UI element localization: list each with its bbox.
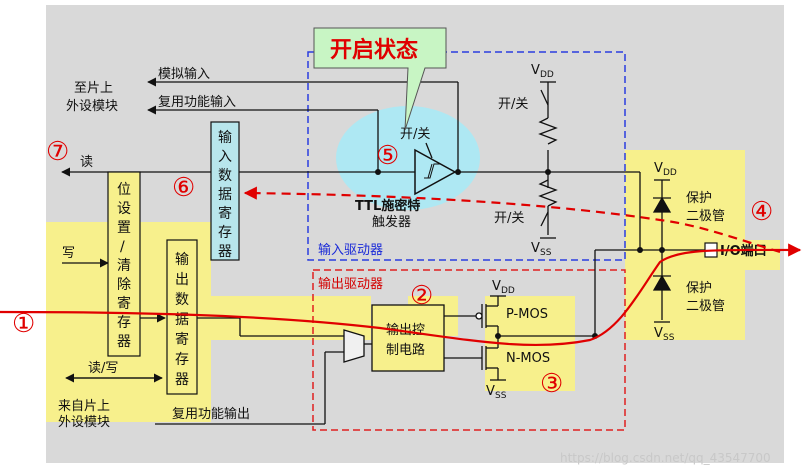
vss-nmos-text: V	[486, 384, 495, 399]
output-data-register	[166, 239, 198, 395]
output-data-register-char: 器	[175, 372, 189, 388]
vss-main-text: V	[531, 241, 540, 256]
output-data-register-label: 输 出 数 据 寄 存 器	[175, 252, 189, 388]
schmitt-switch-label: 开/关	[400, 127, 430, 142]
schmitt-trigger-symbol	[395, 142, 457, 196]
supply-vdd-main: V DD	[531, 63, 554, 80]
marker-3: ③	[540, 369, 563, 399]
schmitt-highlight-glow	[336, 106, 480, 210]
protect-diode-top-line2: 二极管	[686, 209, 725, 224]
input-data-register-label: 输 入 数 据 寄 存 器	[218, 130, 232, 260]
open-state-callout	[313, 27, 447, 131]
output-control-label-line1: 输出控	[386, 322, 425, 338]
output-data-register-char: 存	[175, 352, 189, 368]
output-control-circuit	[371, 304, 445, 372]
bit-set-reset-char: 清	[117, 258, 131, 274]
input-data-register-char: 入	[218, 149, 232, 165]
input-data-register-char: 输	[218, 130, 232, 146]
vdd-diode-sub: DD	[663, 168, 677, 178]
bit-set-reset-char: 置	[117, 220, 131, 236]
vss-nmos-sub: SS	[495, 391, 507, 401]
input-data-register-char: 据	[218, 187, 232, 203]
alt-func-input-label: 复用功能输入	[158, 94, 236, 110]
read-label: 读	[80, 155, 93, 170]
to-peripheral-line2: 外设模块	[66, 99, 118, 114]
bit-set-reset-char: 器	[117, 334, 131, 350]
input-data-register	[210, 121, 240, 261]
protect-diode-bottom-line2: 二极管	[686, 299, 725, 314]
vdd-main-sub: DD	[540, 70, 554, 80]
supply-vss-diode: V SS	[654, 326, 675, 343]
from-peripheral-line1: 来自片上	[58, 399, 110, 414]
vdd-main-text: V	[531, 63, 540, 78]
output-control-label-line2: 制电路	[386, 342, 425, 358]
marker-7: ⑦	[46, 137, 69, 167]
input-data-register-char: 存	[218, 225, 232, 241]
vss-diode-text: V	[654, 326, 663, 341]
open-state-callout-text: 开启状态	[330, 37, 418, 63]
protect-diode-top-line1: 保护	[686, 191, 712, 206]
protect-diode-bottom-line1: 保护	[686, 281, 712, 296]
vss-diode-sub: SS	[663, 333, 675, 343]
supply-vss-nmos: V SS	[486, 384, 507, 401]
bit-set-reset-char: /	[120, 239, 125, 255]
vdd-pmos-text: V	[492, 279, 501, 294]
analog-input-label: 模拟输入	[158, 66, 210, 82]
input-driver-box	[307, 51, 626, 261]
bit-set-reset-char: 存	[117, 315, 131, 331]
read-write-label: 读/写	[88, 361, 118, 376]
watermark: https://blog.csdn.net/qq_43547700	[560, 451, 771, 465]
marker-6: ⑥	[172, 173, 195, 203]
output-data-register-char: 出	[175, 272, 189, 288]
supply-vss-main: V SS	[531, 241, 552, 258]
output-data-register-char: 输	[175, 252, 189, 268]
output-mux	[343, 329, 365, 363]
marker-1: ①	[12, 309, 35, 339]
write-label: 写	[62, 246, 75, 261]
pmos-label: P-MOS	[506, 307, 548, 322]
supply-vdd-diode: V DD	[654, 161, 677, 178]
from-peripheral-line2: 外设模块	[58, 415, 110, 430]
nmos-label: N-MOS	[506, 351, 550, 366]
output-driver-label: 输出驱动器	[318, 276, 383, 292]
output-data-register-char: 数	[175, 292, 189, 308]
bit-set-reset-char: 设	[117, 201, 131, 217]
switch-top-label: 开/关	[498, 97, 528, 112]
output-signal-path	[0, 243, 802, 347]
bit-set-reset-char: 位	[117, 182, 131, 198]
to-peripheral-line1: 至片上	[74, 81, 113, 96]
bit-set-reset-char: 寄	[117, 295, 131, 312]
input-data-register-char: 寄	[218, 205, 232, 222]
switch-bottom-label: 开/关	[494, 211, 524, 226]
supply-vdd-pmos: V DD	[492, 279, 515, 296]
bit-set-reset-char: 除	[117, 277, 131, 293]
schmitt-label-line2: 触发器	[372, 214, 411, 230]
input-data-register-char: 数	[218, 168, 232, 184]
vss-main-sub: SS	[540, 248, 552, 258]
vdd-pmos-sub: DD	[501, 286, 515, 296]
output-data-register-char: 寄	[175, 331, 189, 348]
marker-4: ④	[750, 197, 773, 227]
schmitt-label-line1: TTL施密特	[355, 198, 420, 214]
input-data-register-char: 器	[218, 244, 232, 260]
bit-set-reset-register	[107, 171, 141, 357]
marker-2: ②	[410, 281, 433, 311]
output-driver-box	[312, 269, 626, 431]
marker-5: ⑤	[376, 141, 399, 171]
input-driver-label: 输入驱动器	[318, 242, 383, 258]
output-data-register-char: 据	[175, 312, 189, 328]
alt-func-output-label: 复用功能输出	[172, 406, 250, 422]
vdd-diode-text: V	[654, 161, 663, 176]
bit-set-reset-register-label: 位 设 置 / 清 除 寄 存 器	[117, 182, 131, 350]
